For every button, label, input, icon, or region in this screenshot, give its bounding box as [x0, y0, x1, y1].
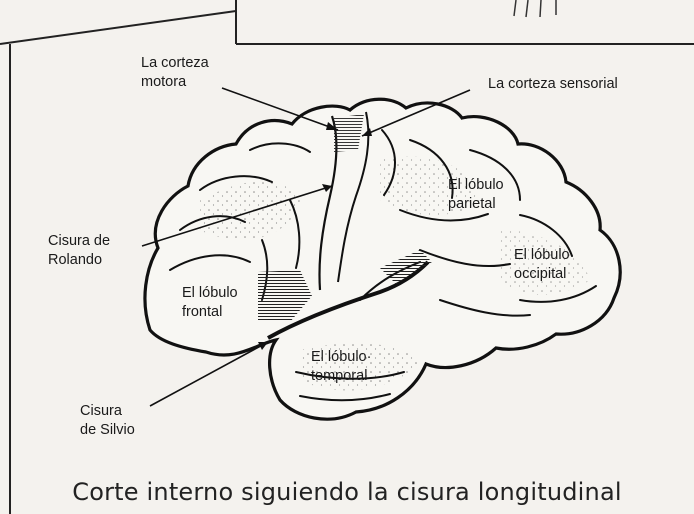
label-central-fissure: Cisura de Rolando	[48, 233, 111, 268]
label-frontal-lobe: El lóbulo frontal	[182, 285, 238, 320]
label-sylvian-fissure: Cisura de Silvio	[80, 403, 135, 438]
figure-caption: Corte interno siguiendo la cisura longit…	[72, 478, 622, 506]
label-motor-cortex: La corteza motora	[141, 55, 209, 90]
leader-lines	[141, 87, 471, 407]
arrowheads	[258, 122, 372, 350]
label-occipital-lobe: El lóbulo occipital	[514, 247, 570, 282]
sylvian-fissure-line	[267, 260, 430, 340]
label-temporal-lobe: El lóbulo· temporal	[311, 349, 372, 384]
top-sketch-lines	[513, 0, 557, 18]
label-sensory-cortex: La corteza sensorial	[488, 76, 618, 92]
label-parietal-lobe: El lóbulo parietal	[448, 177, 504, 212]
